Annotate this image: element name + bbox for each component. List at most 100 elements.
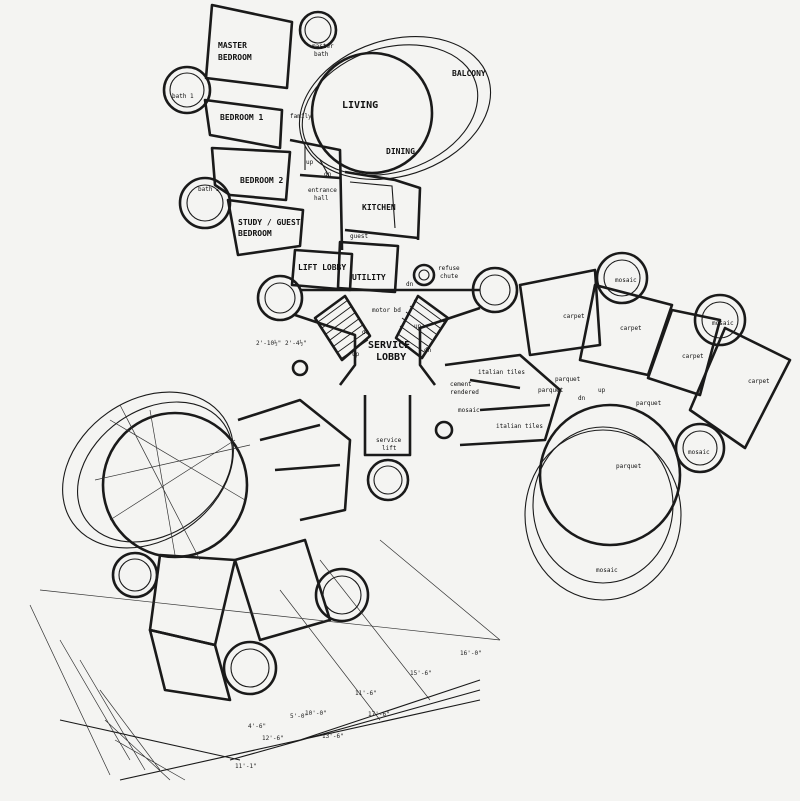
dim-lines	[59, 679, 481, 781]
core-shaft-e	[434, 420, 454, 440]
label-lift-lobby: LIFT LOBBY	[298, 263, 346, 272]
label-utility: UTILITY	[352, 273, 386, 282]
east-bath-pod-1	[595, 251, 649, 305]
dim-label-12: 11'-1"	[235, 763, 257, 770]
label-italian-tiles-2: italian tiles	[496, 423, 543, 430]
label-up-4: up	[598, 387, 606, 394]
label-up-2: up	[352, 351, 360, 358]
west-kitchen-walls	[237, 398, 352, 522]
west-bedroom-c	[148, 628, 232, 702]
west-bath-pod-1	[111, 551, 159, 599]
balcony-inner-outline	[301, 44, 479, 176]
dim-label-6: 10'-0"	[305, 710, 327, 717]
east-bath-pod-1-inner	[603, 259, 641, 297]
label-master-1: MASTER	[218, 41, 247, 50]
label-cement-1: cement	[450, 381, 472, 388]
label-up-1: up	[306, 159, 314, 166]
dimension-labels: 2'-10½" 2'-4½" 16'-0" 15'-6" 11'-6" 10'-…	[235, 340, 482, 770]
label-service-lift-2: lift	[382, 445, 397, 452]
hall-partitions	[304, 145, 396, 229]
west-bath-pod-3	[222, 640, 278, 696]
west-bath-pod-2-inner	[322, 575, 362, 615]
west-bedroom-a	[148, 553, 237, 647]
dim-label-2: 2'-4½"	[285, 340, 307, 347]
east-bedroom-d	[688, 326, 792, 450]
study-wall	[226, 198, 305, 257]
bedroom-1-wall	[203, 98, 284, 150]
north-apartment	[162, 3, 492, 294]
core-pod-west-inner	[264, 282, 296, 314]
bath-2-inner	[186, 184, 224, 222]
label-entrance-1: entrance	[308, 187, 337, 194]
label-parquet-2: parquet	[636, 400, 662, 407]
dim-label-7: 17'-6"	[368, 711, 390, 718]
label-cement-2: rendered	[450, 389, 479, 396]
east-bath-pod-2-inner	[701, 301, 739, 339]
east-bath-pod-3	[674, 422, 726, 474]
west-balcony-inner	[76, 401, 234, 543]
label-balcony: BALCONY	[452, 69, 486, 78]
label-bath-1: bath 1	[172, 93, 194, 100]
service-lobby-walls	[294, 288, 481, 386]
refuse-chute-inner	[418, 269, 430, 281]
east-bath-pod-3-inner	[682, 430, 718, 466]
dimension-lines	[29, 539, 501, 781]
label-mosaic-e1: mosaic	[458, 407, 480, 414]
balcony-outline	[298, 36, 492, 180]
east-kitchen-walls	[444, 353, 562, 447]
label-parquet-1: parquet	[555, 376, 581, 383]
label-study-2: BEDROOM	[238, 229, 272, 238]
label-master-bath-2: bath	[314, 51, 329, 58]
stair-west	[313, 294, 372, 362]
dim-label-9: 5'-0"	[290, 713, 308, 720]
east-bath-pod-2	[693, 293, 747, 347]
west-apartment	[62, 391, 370, 702]
east-bedroom-c	[646, 308, 722, 397]
label-italian-tiles-1: italian tiles	[478, 369, 525, 376]
label-service-lift-1: service	[376, 437, 402, 444]
core-pod-east-inner	[479, 274, 511, 306]
label-up-3: up	[414, 323, 422, 330]
dim-label-11: 4'-6"	[248, 723, 266, 730]
dim-label-8: 13'-6"	[322, 733, 344, 740]
east-bedroom-a	[518, 268, 602, 357]
east-living-wall	[538, 403, 682, 547]
dim-guide-lines	[29, 539, 501, 781]
label-bedroom-1: BEDROOM 1	[220, 113, 264, 122]
label-bedroom-2: BEDROOM 2	[240, 176, 284, 185]
label-carpet-3: carpet	[682, 353, 704, 360]
east-apartment	[444, 251, 792, 601]
dim-label-5: 11'-6"	[355, 690, 377, 697]
utility-wall	[336, 240, 400, 294]
stair-east	[394, 294, 450, 360]
label-refuse-1: refuse	[438, 265, 460, 272]
label-living: LIVING	[342, 100, 378, 111]
label-entrance-2: hall	[314, 195, 329, 202]
west-bath-pod-1-inner	[118, 558, 152, 592]
service-lift-shaft	[363, 395, 412, 457]
core-shaft-w	[291, 359, 309, 377]
label-dn-5: dn	[578, 395, 586, 402]
label-family: family	[290, 113, 312, 120]
master-bedroom-wall	[204, 3, 294, 90]
bath-2-pod	[178, 176, 232, 230]
label-dn-2: dn	[362, 329, 370, 336]
label-carpet-2: carpet	[620, 325, 642, 332]
label-parquet-4: parquet	[538, 387, 564, 394]
entrance-hall-walls	[289, 138, 422, 251]
label-guest: guest	[350, 233, 368, 240]
label-service-1: SERVICE	[368, 340, 410, 351]
service-core	[256, 266, 519, 502]
east-balcony-outline	[524, 429, 682, 601]
master-bath-inner	[304, 16, 332, 44]
label-master-2: BEDROOM	[218, 53, 252, 62]
master-bath-pod	[298, 10, 338, 50]
label-dining: DINING	[386, 147, 415, 156]
east-balcony-inner	[532, 426, 674, 584]
core-pod-west	[256, 274, 304, 322]
label-parquet-3: parquet	[616, 463, 642, 470]
label-motor-bd: motor bd	[372, 307, 401, 314]
west-bath-pod-3-inner	[230, 648, 270, 688]
label-bath-2: bath 2	[198, 186, 220, 193]
